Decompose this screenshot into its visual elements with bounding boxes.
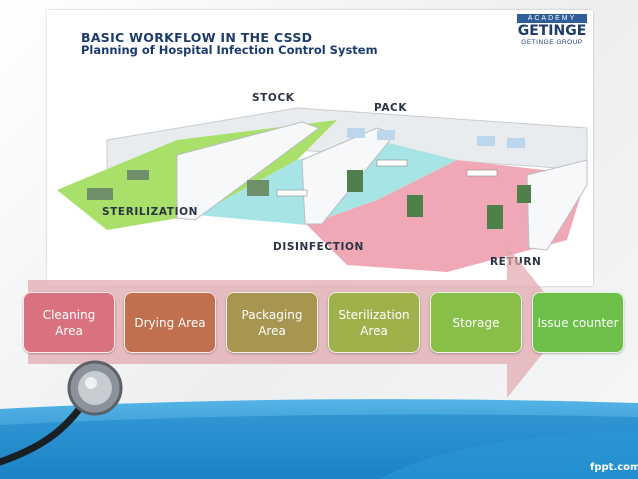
logo-academy: ACADEMY <box>517 14 587 23</box>
page-subtitle: Planning of Hospital Infection Control S… <box>81 43 378 57</box>
step-label: Issue counter <box>537 315 619 330</box>
step-cleaning-area: Cleaning Area <box>23 292 115 353</box>
label-disinfection: DISINFECTION <box>273 241 364 253</box>
step-label: Packaging Area <box>241 307 303 338</box>
step-label: Cleaning Area <box>42 307 96 338</box>
step-issue-counter: Issue counter <box>532 292 624 353</box>
label-pack: PACK <box>374 102 408 114</box>
step-label: Storage <box>452 315 500 330</box>
fppt-watermark: fppt.com <box>590 462 638 473</box>
bottom-band <box>0 395 638 479</box>
step-label: Sterilization Area <box>338 307 410 338</box>
step-storage: Storage <box>430 292 522 353</box>
step-sterilization-area: Sterilization Area <box>328 292 420 353</box>
step-drying-area: Drying Area <box>124 292 216 353</box>
label-sterilization: STERILIZATION <box>102 206 198 218</box>
stethoscope-icon <box>0 360 123 466</box>
getinge-logo: ACADEMY GETINGE GETINGE GROUP <box>517 14 587 46</box>
cssd-floor-plan-image: BASIC WORKFLOW IN THE CSSD Planning of H… <box>47 10 593 286</box>
logo-getinge-group: GETINGE GROUP <box>521 39 583 46</box>
step-packaging-area: Packaging Area <box>226 292 318 353</box>
floor-plan-illustration <box>57 107 588 272</box>
step-label: Drying Area <box>134 315 206 330</box>
logo-getinge: GETINGE <box>517 23 587 39</box>
page-title: BASIC WORKFLOW IN THE CSSD <box>81 30 313 45</box>
label-stock: STOCK <box>252 92 295 104</box>
